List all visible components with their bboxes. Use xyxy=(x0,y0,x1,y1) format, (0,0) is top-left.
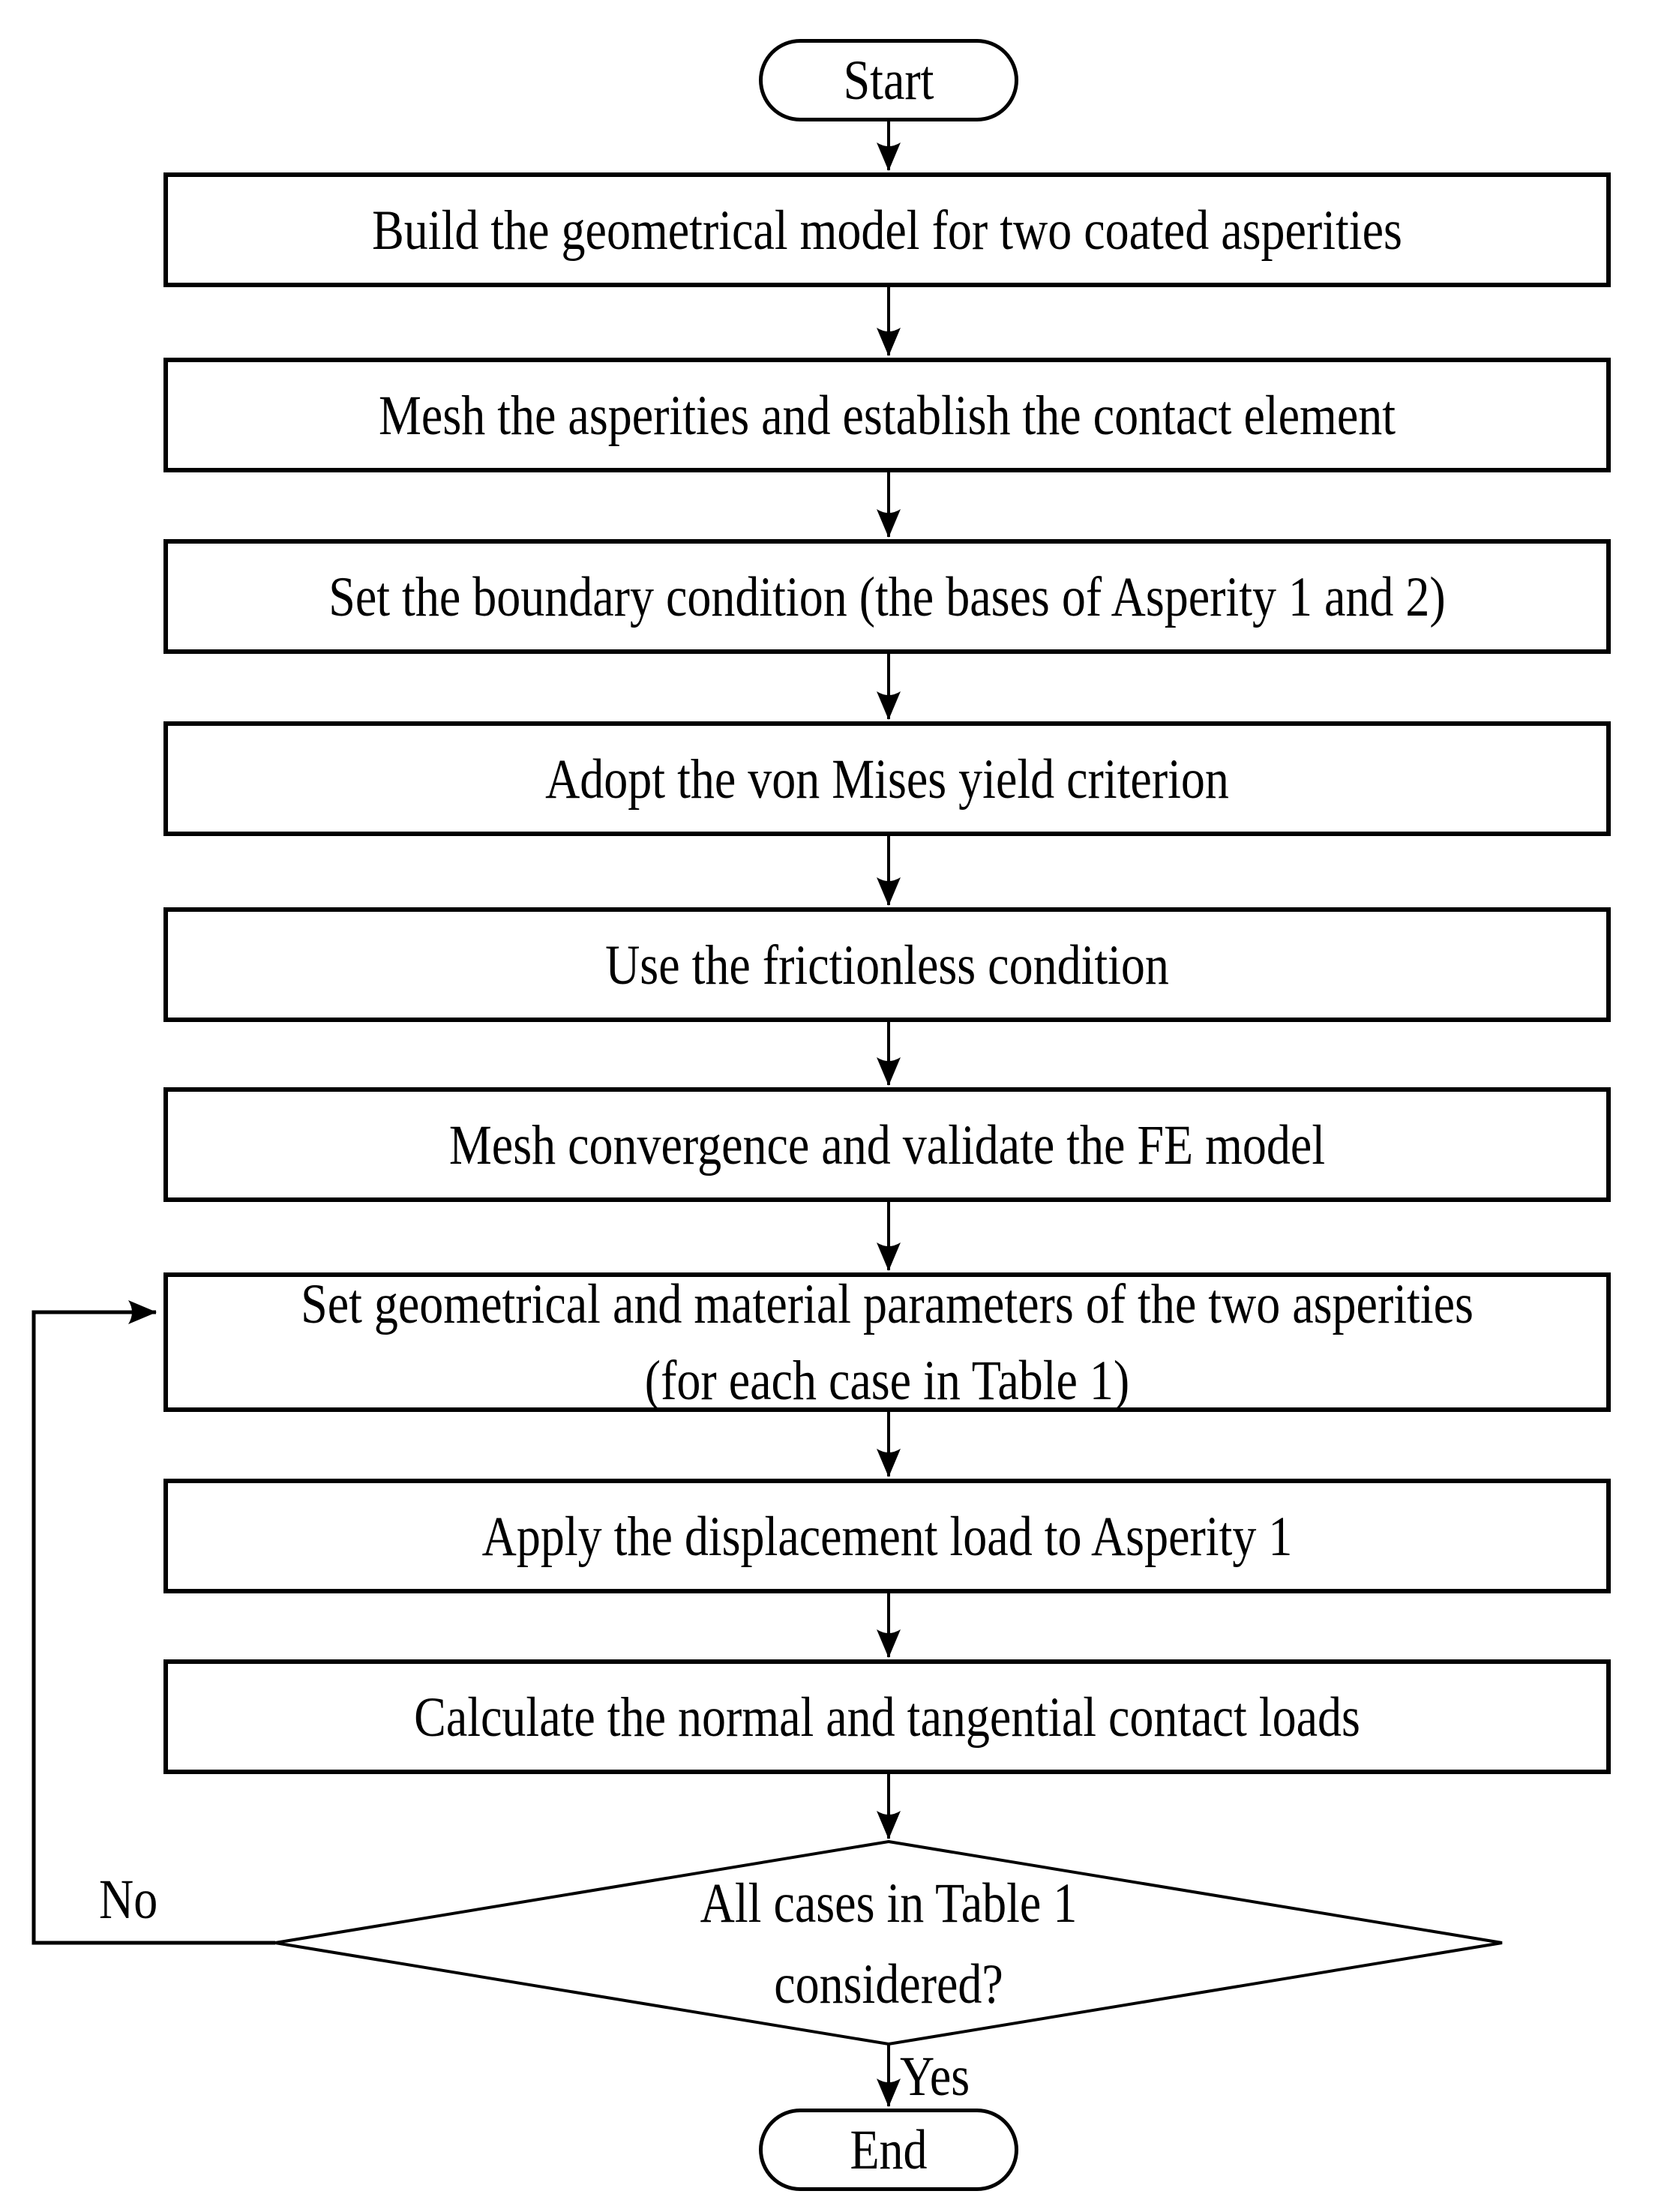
step-8-label: Apply the displacement load to Asperity … xyxy=(481,1504,1293,1567)
decision-diamond xyxy=(274,1839,1503,2046)
step-7-box: Set geometrical and material parameters … xyxy=(163,1272,1611,1412)
step-9-box: Calculate the normal and tangential cont… xyxy=(163,1659,1611,1774)
step-9-label: Calculate the normal and tangential cont… xyxy=(414,1685,1360,1748)
step-4-box: Adopt the von Mises yield criterion xyxy=(163,721,1611,836)
step-7-label-line1: Set geometrical and material parameters … xyxy=(301,1272,1474,1335)
no-edge-label: No xyxy=(99,1867,158,1931)
step-8-box: Apply the displacement load to Asperity … xyxy=(163,1479,1611,1593)
step-3-label: Set the boundary condition (the bases of… xyxy=(328,565,1446,628)
step-5-box: Use the frictionless condition xyxy=(163,907,1611,1022)
step-3-box: Set the boundary condition (the bases of… xyxy=(163,539,1611,654)
step-6-label: Mesh convergence and validate the FE mod… xyxy=(448,1113,1326,1176)
step-1-label: Build the geometrical model for two coat… xyxy=(372,198,1402,261)
yes-edge-label: Yes xyxy=(900,2044,970,2108)
step-7-label-line2: (for each case in Table 1) xyxy=(644,1348,1130,1412)
start-node: Start xyxy=(759,39,1018,121)
step-1-box: Build the geometrical model for two coat… xyxy=(163,172,1611,287)
no-loop-connector xyxy=(31,1300,275,1945)
end-label: End xyxy=(850,2118,928,2181)
decision-label-line2: considered? xyxy=(774,1952,1003,2016)
step-2-box: Mesh the asperities and establish the co… xyxy=(163,358,1611,472)
decision-label: All cases in Table 1 considered? xyxy=(439,1861,1339,2026)
start-label: Start xyxy=(843,48,934,112)
step-4-label: Adopt the von Mises yield criterion xyxy=(545,747,1229,810)
step-6-box: Mesh convergence and validate the FE mod… xyxy=(163,1087,1611,1202)
step-2-label: Mesh the asperities and establish the co… xyxy=(379,383,1396,446)
step-5-label: Use the frictionless condition xyxy=(605,933,1169,996)
end-node: End xyxy=(759,2109,1018,2191)
decision-label-line1: All cases in Table 1 xyxy=(700,1871,1078,1935)
